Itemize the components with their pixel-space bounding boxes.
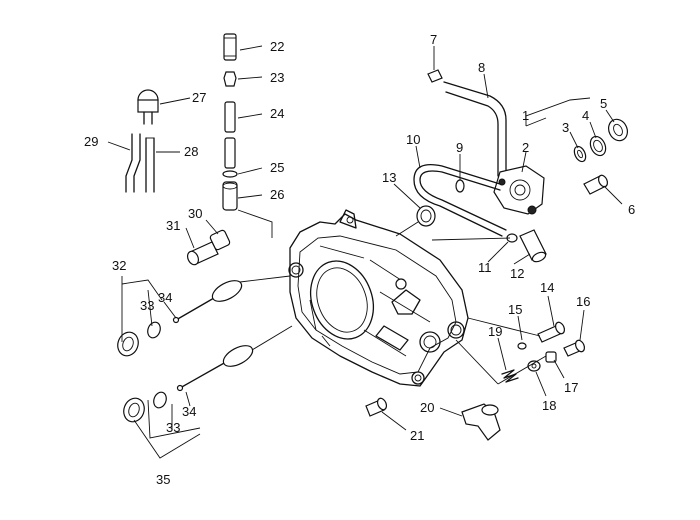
part-6-bolt (583, 174, 609, 195)
part-24-pipe (224, 101, 236, 169)
leader-lines (107, 45, 623, 459)
label-part-34-lower: 34 (182, 404, 196, 419)
label-part-2: 2 (522, 140, 529, 155)
label-part-30: 30 (188, 206, 202, 221)
label-part-22: 22 (270, 39, 284, 54)
label-part-1: 1 (522, 108, 529, 123)
label-part-28: 28 (184, 144, 198, 159)
label-part-3: 3 (562, 120, 569, 135)
part-23-nipple (223, 71, 237, 87)
part-29-hose (125, 133, 141, 193)
part-14-bolt (537, 321, 566, 343)
label-part-27: 27 (192, 90, 206, 105)
label-part-35: 35 (156, 472, 170, 487)
part-9-fitting (455, 179, 465, 193)
label-part-16: 16 (576, 294, 590, 309)
label-part-23: 23 (270, 70, 284, 85)
label-part-17: 17 (564, 380, 578, 395)
label-part-26: 26 (270, 187, 284, 202)
part-22-tube-end (223, 33, 237, 61)
label-part-12: 12 (510, 266, 524, 281)
part-19-spring (501, 369, 519, 383)
label-part-33-upper: 33 (140, 298, 154, 313)
label-part-8: 8 (478, 60, 485, 75)
label-part-15: 15 (508, 302, 522, 317)
part-4-seal (589, 135, 607, 157)
label-part-18: 18 (542, 398, 556, 413)
part-27-switch (137, 89, 159, 125)
part-31-screw (186, 241, 219, 266)
part-10-hose (413, 163, 507, 237)
label-part-11: 11 (478, 260, 492, 275)
part-32-dipstick-upper (117, 280, 243, 357)
part-28-hose (145, 137, 155, 193)
part-13-grommet (416, 205, 436, 227)
label-part-29: 29 (84, 134, 98, 149)
part-3-ring (573, 145, 587, 163)
part-25-clip (222, 170, 238, 178)
label-part-19: 19 (488, 324, 502, 339)
label-part-5: 5 (600, 96, 607, 111)
part-8-hose (443, 81, 507, 177)
part-20-elbow (461, 403, 501, 441)
part-7-nozzle (427, 69, 443, 83)
label-part-33-lower: 33 (166, 420, 180, 435)
part-15-washer (517, 342, 527, 350)
part-12-pin (519, 229, 547, 263)
part-21-sensor (365, 397, 388, 417)
label-part-6: 6 (628, 202, 635, 217)
label-part-10: 10 (406, 132, 420, 147)
label-part-9: 9 (456, 140, 463, 155)
label-part-21: 21 (410, 428, 424, 443)
label-part-25: 25 (270, 160, 284, 175)
part-2-pump-body (493, 165, 545, 215)
label-part-20: 20 (420, 400, 434, 415)
part-17-collar (545, 351, 557, 363)
label-part-34-upper: 34 (158, 290, 172, 305)
part-number-labels: 1 2 3 4 5 6 7 8 9 10 11 12 13 14 15 16 1… (84, 32, 635, 487)
label-part-24: 24 (270, 106, 284, 121)
part-16-screw (563, 339, 586, 357)
part-35-dipstick-lower (123, 345, 254, 423)
label-part-14: 14 (540, 280, 554, 295)
part-26-fitting (222, 181, 238, 211)
part-5-cap (608, 118, 628, 142)
label-part-7: 7 (430, 32, 437, 47)
label-part-32: 32 (112, 258, 126, 273)
label-part-13: 13 (382, 170, 396, 185)
label-part-31: 31 (166, 218, 180, 233)
crankcase-cover (288, 209, 469, 387)
label-part-4: 4 (582, 108, 589, 123)
